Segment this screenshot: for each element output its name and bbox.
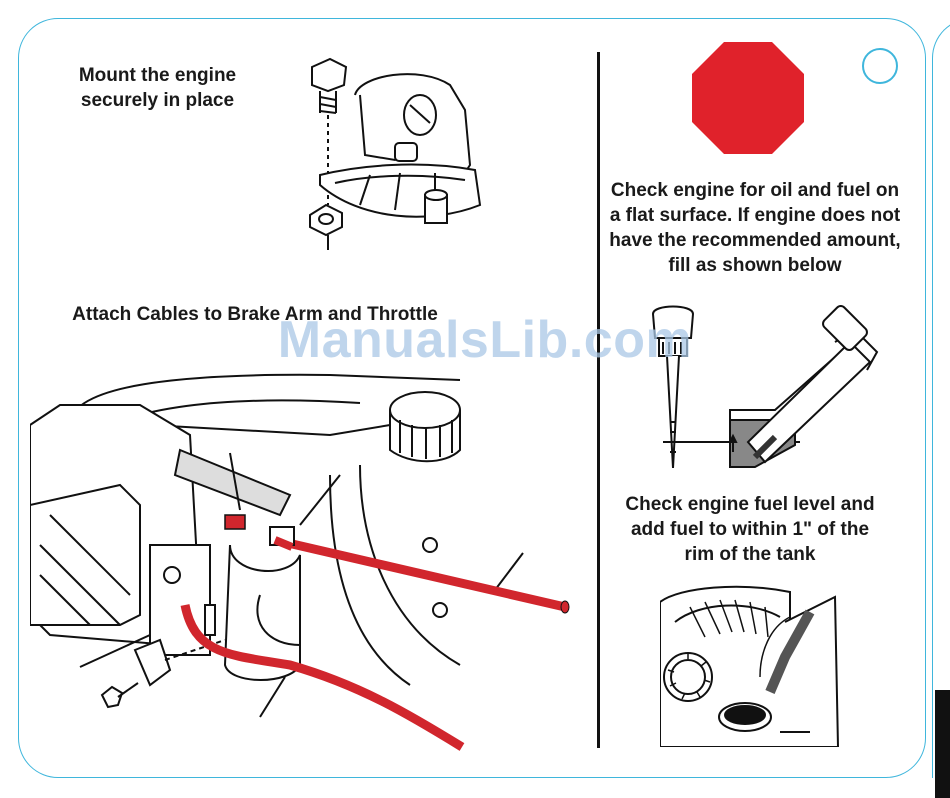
next-page-frame (932, 18, 950, 778)
oil-fuel-instruction: Check engine for oil and fuel on a flat … (605, 178, 905, 278)
circle-marker-icon (862, 48, 898, 84)
fuel-level-instruction: Check engine fuel level and add fuel to … (615, 492, 885, 567)
stop-sign-icon (690, 40, 806, 156)
mount-heading: Mount the engine securely in place (50, 63, 265, 113)
column-divider (597, 52, 600, 748)
fuel-tank-filling-illustration (660, 582, 840, 747)
brake-throttle-cables-illustration (30, 365, 575, 765)
edge-tab (935, 690, 950, 798)
engine-mount-illustration (300, 55, 485, 250)
watermark: ManualsLib.com (270, 310, 700, 370)
